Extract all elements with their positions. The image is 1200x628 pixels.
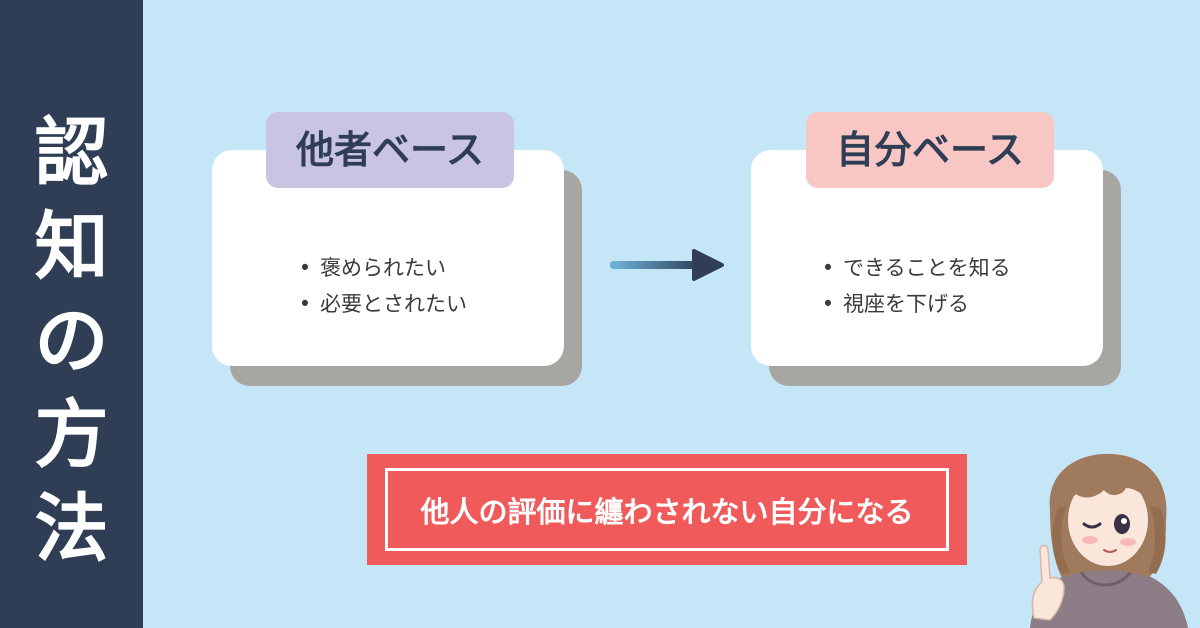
title-char: 方 <box>34 392 109 478</box>
conclusion-banner: 他人の評価に纏わされない自分になる <box>367 454 967 565</box>
list-item: •褒められたい <box>298 256 446 280</box>
right-card-tag: 自分ベース <box>806 112 1054 188</box>
right-card-list: •できることを知る •視座を下げる <box>751 250 1165 322</box>
list-item: •視座を下げる <box>821 292 969 316</box>
title-char: の <box>34 298 109 384</box>
page-title: 認 知 の 方 法 <box>0 106 143 576</box>
sidebar: 認 知 の 方 法 <box>0 0 143 628</box>
left-card-list: •褒められたい •必要とされたい <box>212 250 642 322</box>
list-item: •必要とされたい <box>298 292 467 316</box>
title-char: 知 <box>34 204 109 290</box>
title-char: 認 <box>34 110 109 196</box>
girl-pointing-illustration <box>1030 453 1188 628</box>
banner-text: 他人の評価に纏わされない自分になる <box>385 468 949 551</box>
right-card: •できることを知る •視座を下げる <box>751 150 1121 386</box>
left-card-tag: 他者ベース <box>266 112 514 188</box>
list-item: •できることを知る <box>821 256 1011 280</box>
right-arrow-icon <box>610 249 724 281</box>
title-char: 法 <box>34 486 109 572</box>
